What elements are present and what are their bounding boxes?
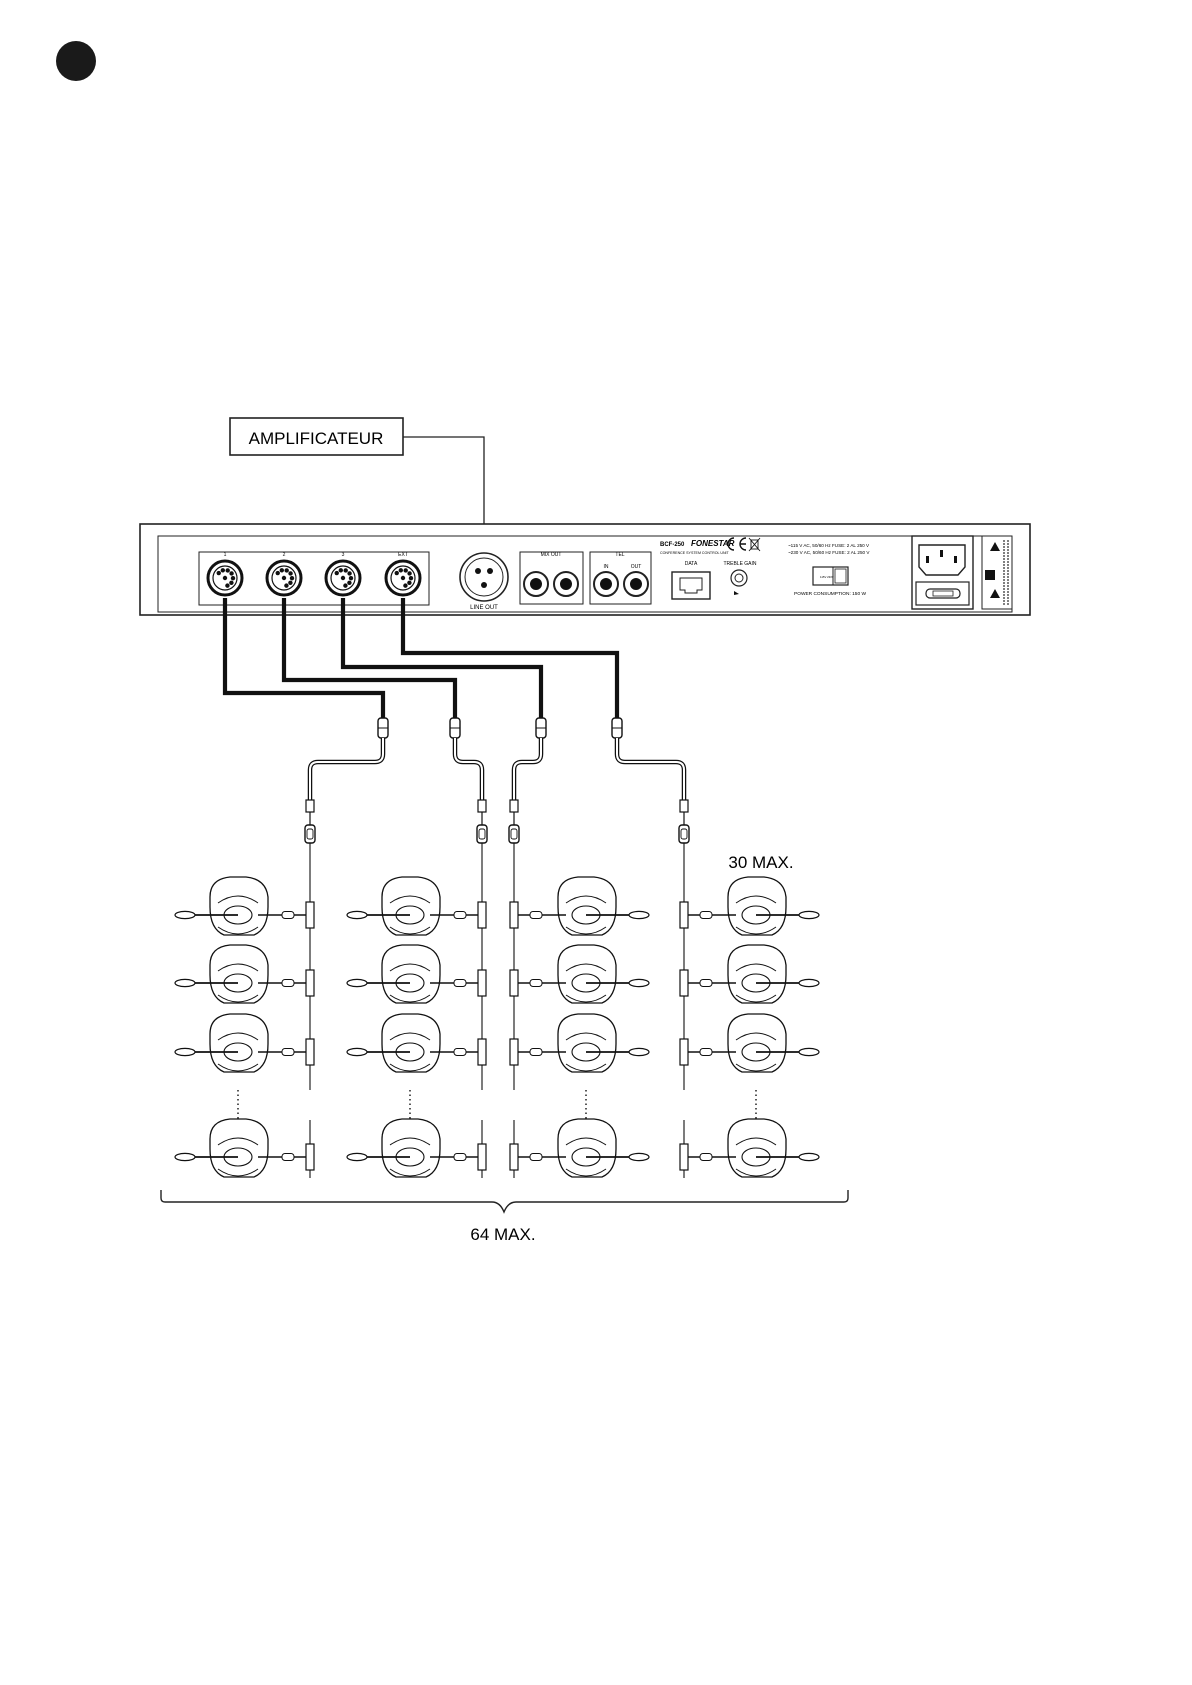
delegate-microphone-icon	[175, 1119, 268, 1177]
delegate-microphone-icon	[175, 877, 268, 935]
din-connector-icon	[386, 561, 420, 595]
treble-gain-label: TREBLE GAIN	[723, 561, 756, 567]
voltage-switch-label: 115V 230V	[820, 575, 834, 579]
delegate-microphone-icon	[558, 1014, 649, 1072]
unit-subtitle: CONFERENCE SYSTEM CONTROL UNIT	[660, 551, 730, 555]
delegate-line-cable-3	[343, 598, 546, 843]
delegate-microphone-icon	[558, 877, 649, 935]
din-connector-icon	[208, 561, 242, 595]
warning-label	[982, 536, 1012, 609]
delegate-column-3	[510, 843, 649, 1178]
data-label: DATA	[685, 561, 698, 567]
delegate-microphone-icon	[728, 945, 819, 1003]
tel-label: TEL	[615, 552, 624, 558]
delegate-microphone-icon	[347, 1119, 440, 1177]
rca-jack-icon	[624, 572, 648, 596]
din-port-label: 2	[283, 552, 286, 558]
delegate-column-1	[175, 843, 314, 1178]
amplifier-box: AMPLIFICATEUR	[230, 418, 403, 455]
delegate-microphone-icon	[728, 877, 819, 935]
din-connector-icon	[326, 561, 360, 595]
delegate-line-cable-1	[225, 598, 388, 843]
delegate-microphone-icon	[728, 1014, 819, 1072]
din-port-label: 3	[342, 552, 345, 558]
delegate-column-4	[680, 843, 819, 1178]
power-line-2: ~230 V AC, 50/60 Hz FUSE: 2 AL 250 V	[788, 550, 870, 555]
amplifier-label: AMPLIFICATEUR	[249, 429, 384, 448]
total-max-label: 64 MAX.	[470, 1225, 535, 1244]
delegate-column-2	[347, 843, 486, 1178]
rca-jack-icon	[524, 572, 548, 596]
weee-bin-icon	[749, 538, 760, 551]
line-out-label: LINE OUT	[470, 605, 498, 611]
control-unit-rear-panel: 1 2 3 EXT LINE OUT MIX OUT	[140, 524, 1030, 615]
delegate-microphone-icon	[347, 877, 440, 935]
din-connector-icon	[267, 561, 301, 595]
rca-jack-icon	[554, 572, 578, 596]
rca-jack-icon	[594, 572, 618, 596]
delegate-microphone-icon	[175, 945, 268, 1003]
tel-out-label: OUT	[631, 564, 642, 570]
power-line-1: ~115 V AC, 50/60 Hz FUSE: 2 AL 250 V	[788, 543, 870, 548]
delegate-microphone-icon	[347, 945, 440, 1003]
din-port-label: 1	[224, 552, 227, 558]
rj45-port-icon	[672, 572, 710, 599]
per-line-max-label: 30 MAX.	[728, 853, 793, 872]
delegate-microphone-icon	[347, 1014, 440, 1072]
delegate-microphone-icon	[175, 1014, 268, 1072]
power-consumption-label: POWER CONSUMPTION: 150 W	[794, 591, 866, 597]
total-brace	[161, 1190, 848, 1212]
mix-out-label: MIX OUT	[541, 552, 562, 558]
voltage-selector-switch: 115V 230V	[813, 567, 848, 585]
tel-in-label: IN	[604, 564, 609, 570]
delegate-microphone-icon	[728, 1119, 819, 1177]
model-label: BCF-250	[660, 542, 685, 548]
din-port-label: EXT	[398, 552, 408, 558]
delegate-microphone-icon	[558, 945, 649, 1003]
iec-power-inlet-icon	[912, 536, 973, 609]
delegate-microphone-icon	[558, 1119, 649, 1177]
